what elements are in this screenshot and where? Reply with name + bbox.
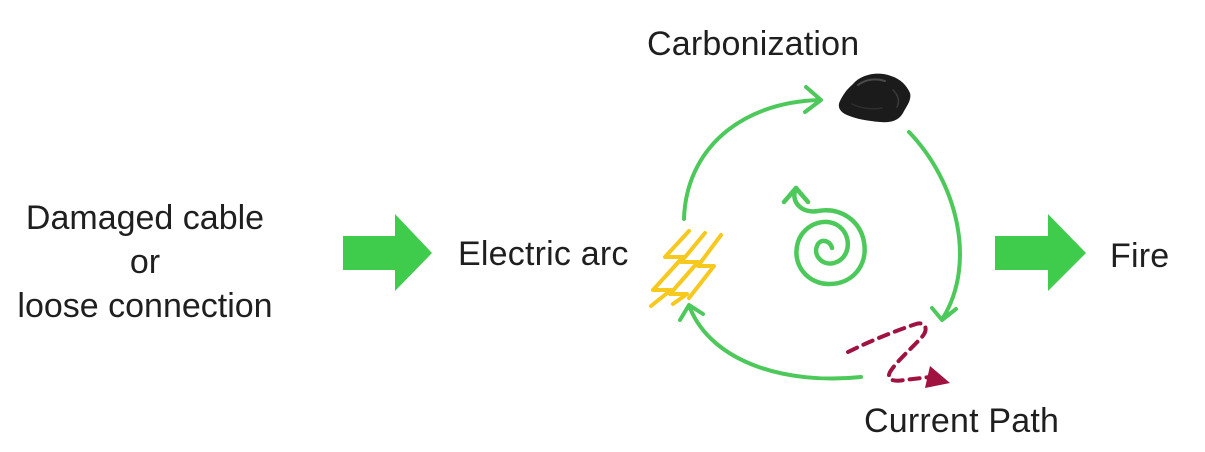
cause-line-2: or (129, 243, 161, 281)
carbonization-label: Carbonization (647, 25, 860, 63)
cycle-arrow-carbon-to-path (907, 130, 962, 322)
cycle-arrow-arc-to-carbon (682, 85, 823, 221)
cause-to-arc-arrow (343, 214, 432, 291)
current-path-label: Current Path (864, 402, 1060, 440)
coal-lump-icon (838, 73, 911, 123)
cycle-arrow-path-to-arc (678, 303, 863, 381)
cause-text: Damaged cable or loose connection (0, 196, 290, 328)
current-path-dashed-arrow (846, 321, 950, 388)
spiral-icon (781, 185, 867, 287)
electric-arc-label: Electric arc (458, 235, 629, 273)
cause-line-3: loose connection (17, 287, 273, 325)
lightning-icon (649, 229, 723, 308)
cause-line-1: Damaged cable (25, 199, 265, 237)
cycle-to-fire-arrow (995, 214, 1086, 291)
fire-label: Fire (1110, 237, 1170, 275)
